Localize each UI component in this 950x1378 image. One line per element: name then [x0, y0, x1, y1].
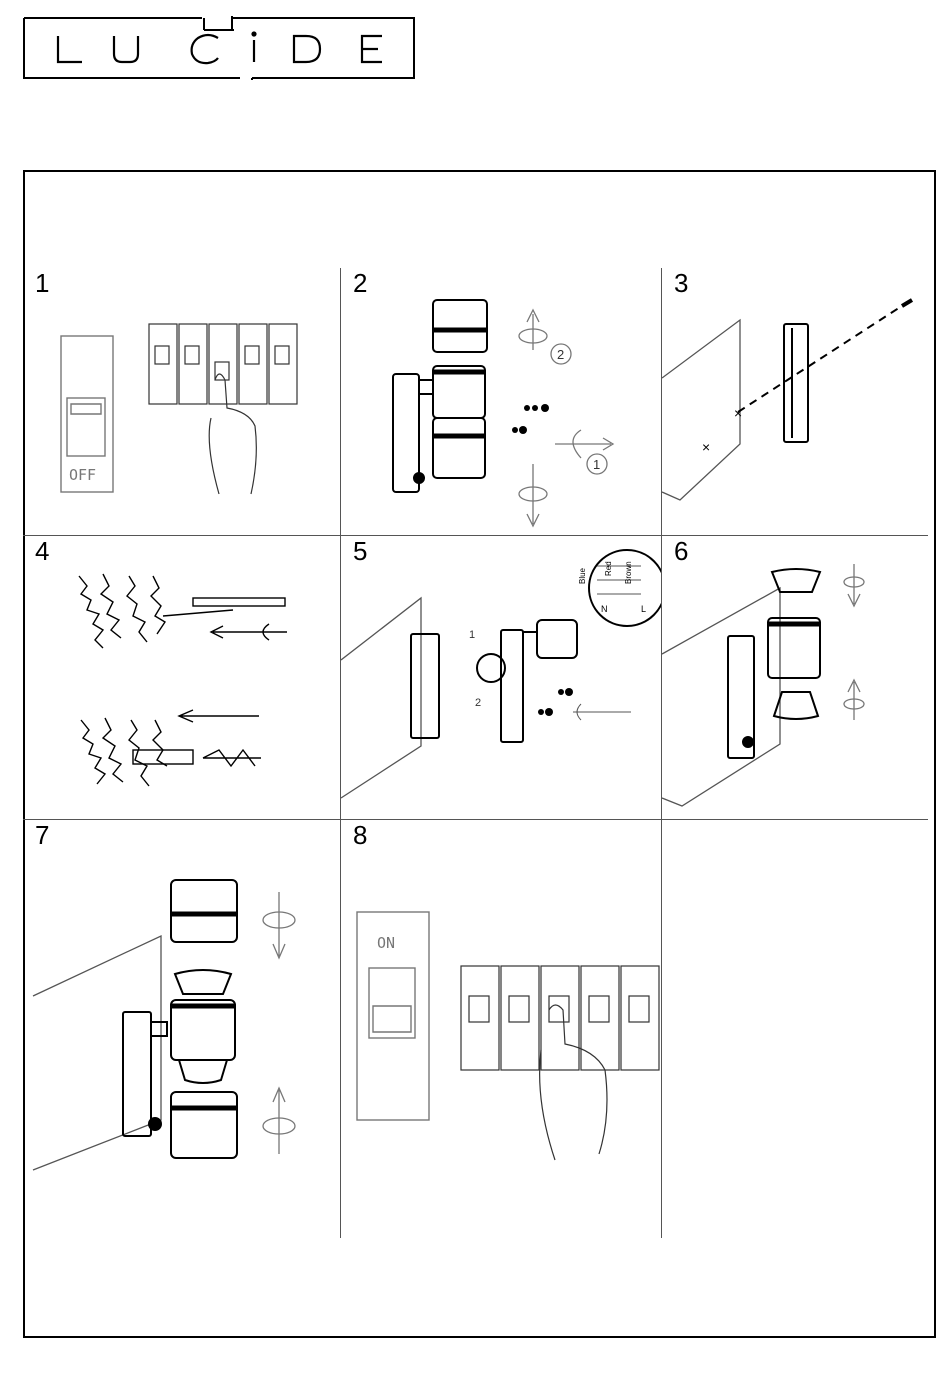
step-8-panel: 8 ON: [341, 820, 661, 1238]
step-2-panel: 2 2: [341, 268, 661, 535]
rotation-marker-1: 1: [593, 457, 600, 472]
drill-mark-upper: ×: [734, 405, 742, 421]
wire-label-brown: Brown: [624, 561, 633, 584]
terminal-label-l: L: [641, 604, 646, 614]
step-2-illustration: 2 1: [341, 268, 661, 535]
marker-2: 2: [475, 697, 481, 709]
terminal-label-n: N: [601, 604, 608, 614]
step-7-illustration: [23, 820, 340, 1238]
rotation-marker-2: 2: [557, 347, 564, 362]
step-8-illustration: ON: [341, 820, 661, 1238]
step-4-illustration: [23, 536, 340, 819]
step-3-illustration: × ×: [662, 268, 928, 535]
step-6-panel: 6: [662, 536, 928, 819]
off-label: OFF: [69, 466, 96, 484]
lucide-logo-mark: [22, 16, 416, 80]
step-7-panel: 7: [23, 820, 340, 1238]
on-label: ON: [377, 934, 395, 952]
step-3-panel: 3 × ×: [662, 268, 928, 535]
step-4-panel: 4: [23, 536, 340, 819]
step-1-panel: 1 OFF: [23, 268, 340, 535]
empty-panel: [662, 820, 928, 1238]
wire-label-blue: Blue: [578, 567, 587, 584]
step-5-panel: 5 Blue Brown Red N: [341, 536, 661, 819]
step-1-illustration: OFF: [23, 268, 340, 535]
marker-1: 1: [469, 629, 475, 641]
lucide-logo: [22, 16, 416, 80]
step-5-illustration: Blue Brown Red N L 1 2: [341, 536, 661, 819]
step-6-illustration: [662, 536, 928, 819]
drill-mark-lower: ×: [702, 439, 710, 455]
wire-label-red: Red: [604, 561, 613, 576]
steps-grid: 1 OFF 2: [23, 268, 928, 1238]
